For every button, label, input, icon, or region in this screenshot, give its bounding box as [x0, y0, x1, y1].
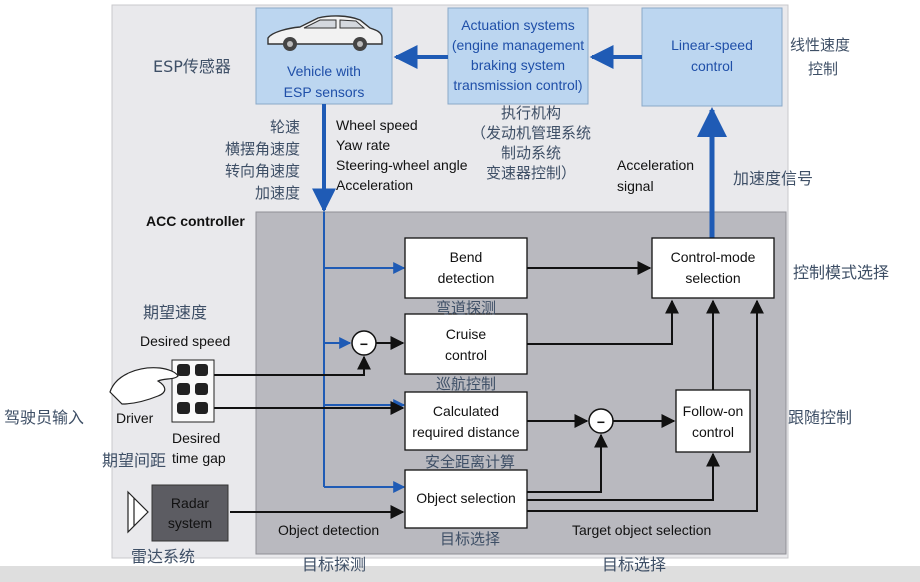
control-mode-line1: Control-mode [671, 249, 756, 265]
bottom-strip [0, 566, 920, 582]
object-detection-cn: 目标探测 [302, 555, 366, 574]
driver-cn: 驾驶员输入 [4, 408, 84, 427]
required-distance-line2: required distance [412, 424, 520, 440]
target-object-selection-label: Target object selection [572, 522, 711, 538]
object-selection-box [404, 469, 528, 529]
arrow-object-to-minus [527, 433, 608, 493]
required-distance-cn: 安全距离计算 [425, 453, 515, 471]
actuation-line4: transmission control) [453, 77, 582, 93]
signal-steering-angle: Steering-wheel angle [336, 157, 468, 173]
desired-speed-cn: 期望速度 [143, 303, 207, 322]
object-detection-label: Object detection [278, 522, 379, 538]
signal-yaw-rate: Yaw rate [336, 137, 390, 153]
cruise-control-cn: 巡航控制 [436, 375, 496, 393]
cruise-control-line1: Cruise [446, 326, 487, 342]
arrow-object-to-follow [527, 452, 720, 501]
control-mode-box [651, 237, 775, 299]
radar-line1: Radar [171, 495, 209, 511]
linear-speed-line2: control [691, 58, 733, 74]
actuation-cn-4: 变速器控制） [486, 164, 576, 182]
minus-sign-cruise: − [360, 336, 368, 352]
radar-system-cn: 雷达系统 [131, 547, 195, 566]
vehicle-box-line2: ESP sensors [284, 84, 365, 100]
acceleration-signal-line1: Acceleration [617, 157, 694, 173]
cruise-control-box [404, 313, 528, 375]
acc-controller-label: ACC controller [146, 213, 245, 229]
actuation-cn-3: 制动系统 [501, 144, 561, 162]
signal-cn-acceleration: 加速度 [255, 184, 300, 202]
object-selection-cn: 目标选择 [440, 530, 500, 548]
target-object-selection-cn: 目标选择 [602, 555, 666, 574]
acceleration-signal-line2: signal [617, 178, 654, 194]
cruise-control-line2: control [445, 347, 487, 363]
keypad-button-5 [177, 402, 190, 414]
required-distance-box [404, 391, 528, 451]
signal-cn-yaw-rate: 横摆角速度 [225, 140, 300, 158]
signal-acceleration: Acceleration [336, 177, 413, 193]
linear-speed-box [641, 7, 783, 107]
actuation-line3: braking system [471, 57, 565, 73]
desired-time-gap-cn: 期望间距 [102, 451, 166, 470]
radar-line2: system [168, 515, 212, 531]
vehicle-box-line1: Vehicle with [287, 63, 361, 79]
keypad-button-4 [195, 383, 208, 395]
keypad-button-3 [177, 383, 190, 395]
bend-detection-box [404, 237, 528, 299]
keypad-button-2 [195, 364, 208, 376]
driver-label: Driver [116, 410, 154, 426]
linear-speed-cn-1: 线性速度 [790, 36, 850, 54]
actuation-line2: (engine management [452, 37, 584, 53]
arrow-speed-to-minus [210, 355, 371, 376]
arrow-object-to-mode [527, 299, 764, 512]
acceleration-signal-cn: 加速度信号 [733, 169, 813, 188]
signal-wheel-speed: Wheel speed [336, 117, 418, 133]
bend-detection-line2: detection [438, 270, 495, 286]
keypad-button-6 [195, 402, 208, 414]
signal-cn-wheel-speed: 轮速 [270, 118, 300, 136]
keypad-button-1 [177, 364, 190, 376]
radar-antenna-icon [127, 490, 149, 534]
required-distance-line1: Calculated [433, 403, 499, 419]
arrow-cruise-to-mode [527, 299, 679, 345]
follow-on-cn: 跟随控制 [788, 408, 852, 427]
signal-cn-steering: 转向角速度 [225, 162, 300, 180]
linear-speed-line1: Linear-speed [671, 37, 753, 53]
follow-on-box [675, 389, 751, 453]
actuation-cn-1: 执行机构 [501, 104, 561, 122]
desired-speed-en: Desired speed [140, 333, 230, 349]
bend-detection-cn: 弯道探测 [436, 299, 496, 317]
control-mode-cn: 控制模式选择 [793, 263, 889, 282]
follow-on-line1: Follow-on [683, 403, 744, 419]
esp-sensor-cn: ESP传感器 [153, 57, 231, 76]
object-selection-label: Object selection [416, 490, 516, 506]
actuation-line1: Actuation systems [461, 17, 575, 33]
follow-on-line2: control [692, 424, 734, 440]
minus-sign-follow: − [597, 414, 605, 430]
radar-system-box [151, 484, 229, 542]
linear-speed-cn-2: 控制 [808, 60, 838, 78]
car-icon [267, 15, 383, 51]
bend-detection-line1: Bend [450, 249, 483, 265]
desired-time-gap-line1: Desired [172, 430, 220, 446]
control-mode-line2: selection [685, 270, 740, 286]
driver-hand-icon [109, 367, 179, 405]
actuation-cn-2: （发动机管理系统 [471, 124, 591, 142]
desired-time-gap-line2: time gap [172, 450, 226, 466]
